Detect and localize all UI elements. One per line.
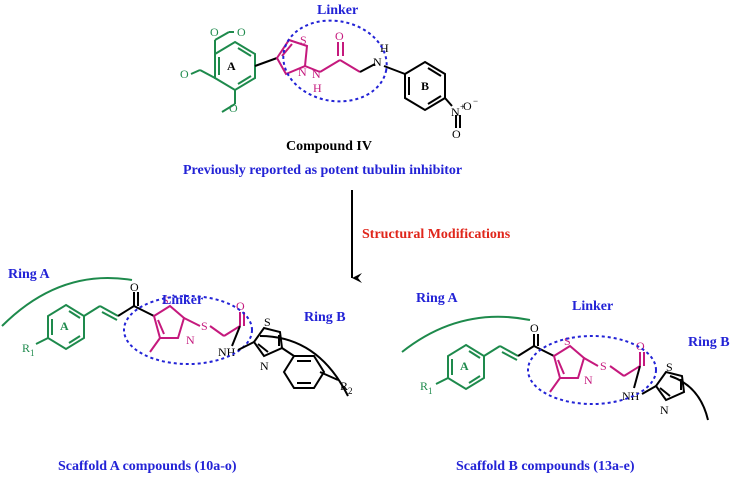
nitro-o: O — [452, 127, 461, 141]
scaffold-a-linker-label: Linker — [162, 293, 203, 308]
scaffold-a-ring-a-label: Ring A — [8, 267, 51, 282]
scaffold-a-linker-ellipse — [123, 295, 253, 365]
thiazole-n-top: N — [298, 65, 307, 79]
scaffold-b-linker-ellipse — [527, 335, 657, 405]
nitro-minus: − — [473, 96, 478, 106]
compound-iv-ring-a — [190, 31, 278, 113]
scaffold-a-ring-b — [237, 326, 339, 389]
scaffold-b-r1: R — [420, 379, 428, 393]
scaffold-a-thiazole2-n: N — [260, 359, 269, 373]
scaffold-b-caption: Scaffold B compounds (13a-e) — [456, 459, 635, 474]
thiazole-s-top: S — [300, 33, 307, 47]
scaffold-a-ring-a-arc — [1, 276, 133, 327]
amide-n-top: N — [312, 67, 321, 81]
linker-label-top: Linker — [317, 3, 358, 18]
compound-iv-structure: O O O O A S N N H O H N — [180, 19, 478, 141]
modification-label: Structural Modifications — [362, 227, 511, 242]
scaffold-a-caption: Scaffold A compounds (10a-o) — [58, 459, 237, 474]
compound-name: Compound IV — [286, 139, 372, 154]
scaffold-b-linker-label: Linker — [572, 299, 613, 314]
scaffold-a-ring-a — [35, 303, 119, 351]
scaffold-b-thiazole — [549, 344, 645, 393]
nitro-o-minus: O — [463, 99, 472, 113]
scaffold-b-ring-b — [641, 370, 686, 402]
scaffold-a-carbonyl-o: O — [130, 280, 139, 294]
scaffold-b-ring-a-letter: A — [460, 359, 469, 373]
scaffold-a-r1: R — [22, 341, 30, 355]
scaffold-a-nh: NH — [218, 345, 236, 359]
carbonyl-o-top: O — [335, 29, 344, 43]
scaffold-b-thiazole2-n: N — [660, 403, 669, 417]
scaffold-a-r2: R — [340, 379, 348, 393]
scaffold-b-amide-o: O — [636, 339, 645, 353]
scaffold-b-carbonyl-o: O — [530, 321, 539, 335]
scaffold-b-structure: A R 1 O S N S O NH — [401, 315, 709, 421]
scaffold-a-r1-sub: 1 — [30, 348, 35, 358]
amine-h-top: H — [380, 41, 389, 55]
amide-h-top: H — [313, 81, 322, 95]
ome-o-label-top: O — [237, 25, 246, 39]
compound-description: Previously reported as potent tubulin in… — [183, 163, 462, 178]
scaffold-b-enone — [517, 334, 555, 357]
scaffold-a-r2-sub: 2 — [348, 386, 353, 396]
scaffold-b-amide-bond — [633, 365, 641, 389]
scaffold-a-thiazole2-s: S — [264, 315, 271, 329]
scaffold-b-ring-b-label: Ring B — [688, 335, 730, 350]
scaffold-b-ring-a-arc — [401, 315, 531, 353]
scaffold-b-ring-b-arc — [669, 375, 709, 421]
nitro-n: N — [451, 105, 460, 119]
scaffold-b-thioether-s: S — [600, 359, 607, 373]
scaffold-a-thiazole — [149, 304, 245, 353]
amine-n-top: N — [373, 55, 382, 69]
scaffold-a-amide-o: O — [236, 299, 245, 313]
scaffold-b-ring-a — [435, 343, 519, 391]
scaffold-a-ring-b-label: Ring B — [304, 310, 346, 325]
compound-iv-thiazole — [275, 38, 376, 76]
scaffold-a-ring-a-letter: A — [60, 319, 69, 333]
ring-a-letter-top: A — [227, 59, 236, 73]
scaffold-a-thioether-s: S — [201, 319, 208, 333]
ome-o-label-1: O — [210, 25, 219, 39]
ome-o-label-2: O — [180, 67, 189, 81]
scaffold-b-thiazole2-s: S — [666, 360, 673, 374]
compound-iv-ring-b — [383, 60, 461, 128]
scaffold-a-enone — [117, 292, 155, 317]
nitro-plus: + — [460, 102, 465, 112]
scaffold-a-structure: A R 1 O S N S O NH — [1, 276, 353, 397]
scaffold-b-thiazole-s: S — [564, 334, 571, 348]
scaffold-a-thiazole-n: N — [186, 333, 195, 347]
scaffold-a-amide-bond — [231, 325, 241, 347]
linker-ellipse-top — [282, 19, 388, 103]
scaffold-b-r1-sub: 1 — [428, 386, 433, 396]
scaffold-b-thiazole-n: N — [584, 373, 593, 387]
scaffold-b-ring-a-label: Ring A — [416, 291, 459, 306]
ring-b-letter-top: B — [421, 79, 429, 93]
ome-o-label-3: O — [229, 101, 238, 115]
scaffold-a-ring-b-arc — [259, 335, 349, 397]
scaffold-a-thiazole-s: S — [162, 293, 169, 307]
